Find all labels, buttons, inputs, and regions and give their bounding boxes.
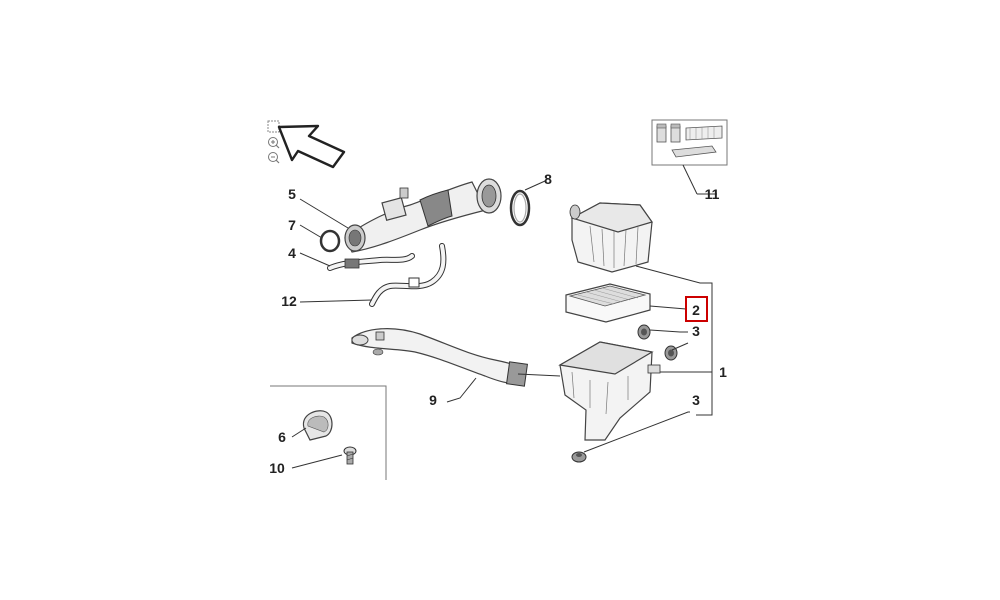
callout-3-lower[interactable]: 3 bbox=[692, 392, 700, 408]
zoom-in-icon[interactable] bbox=[268, 137, 280, 149]
viewer-toolbar bbox=[267, 120, 346, 169]
callout-7[interactable]: 7 bbox=[288, 217, 296, 233]
callout-1[interactable]: 1 bbox=[719, 364, 727, 380]
fullscreen-icon[interactable] bbox=[267, 120, 280, 133]
callout-labels: 5 7 4 12 8 9 11 2 3 1 3 6 10 bbox=[269, 171, 727, 476]
direction-arrow-icon bbox=[277, 124, 346, 169]
vent-pipe bbox=[369, 243, 447, 307]
intake-clamp bbox=[344, 224, 366, 252]
hose-clamp bbox=[509, 189, 531, 227]
clip bbox=[302, 410, 333, 441]
callout-4[interactable]: 4 bbox=[288, 245, 296, 261]
air-filter-element bbox=[565, 283, 651, 323]
callout-6[interactable]: 6 bbox=[278, 429, 286, 445]
screw bbox=[343, 446, 357, 465]
callout-11[interactable]: 11 bbox=[705, 186, 720, 202]
filter-housing-cover bbox=[569, 202, 653, 273]
filter-housing-base bbox=[558, 341, 661, 463]
leader-lines bbox=[291, 180, 713, 469]
air-duct bbox=[351, 328, 529, 387]
callout-3-upper[interactable]: 3 bbox=[692, 323, 700, 339]
callout-12[interactable]: 12 bbox=[281, 293, 297, 309]
filter-kit-inset bbox=[651, 119, 728, 195]
callout-2[interactable]: 2 bbox=[692, 302, 700, 318]
sensor-ring bbox=[319, 229, 341, 253]
selected-callout-box bbox=[685, 296, 708, 322]
callout-5[interactable]: 5 bbox=[288, 186, 296, 202]
callout-8[interactable]: 8 bbox=[544, 171, 552, 187]
lower-left-inset bbox=[270, 385, 387, 480]
breather-pipe bbox=[327, 253, 415, 271]
callout-9[interactable]: 9 bbox=[429, 392, 437, 408]
callout-10[interactable]: 10 bbox=[269, 460, 285, 476]
intake-hose bbox=[344, 178, 502, 253]
zoom-out-icon[interactable] bbox=[268, 152, 280, 164]
